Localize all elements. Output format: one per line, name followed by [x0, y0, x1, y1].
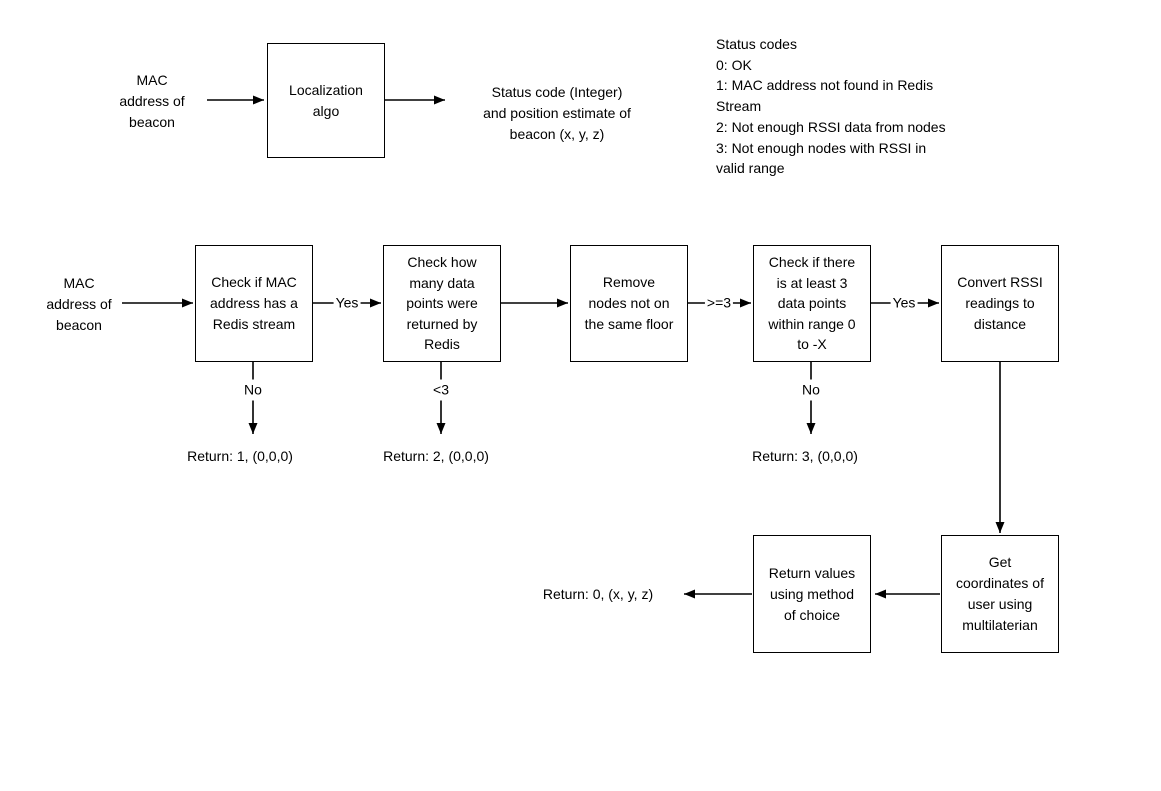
step-convert-rssi-box: Convert RSSI readings to distance [941, 245, 1059, 362]
step-remove-nodes-box: Remove nodes not on the same floor [570, 245, 688, 362]
return-2-label: Return: 2, (0,0,0) [383, 448, 489, 464]
edge-label-yes-1: Yes [333, 292, 361, 314]
edge-label-no-1: No [242, 379, 264, 401]
flow-input-label: MAC address of beacon [46, 275, 112, 333]
step-check-data-points-box: Check how many data points were returned… [383, 245, 501, 362]
step-check-mac-box: Check if MAC address has a Redis stream [195, 245, 313, 362]
overview-output-label: Status code (Integer) and position estim… [483, 84, 631, 142]
edge-label-lt3: <3 [431, 379, 451, 401]
step-return-values-box: Return values using method of choice [753, 535, 871, 653]
localization-algo-box: Localization algo [267, 43, 385, 158]
return-3-label: Return: 3, (0,0,0) [752, 448, 858, 464]
return-1-label: Return: 1, (0,0,0) [187, 448, 293, 464]
overview-input-label: MAC address of beacon [119, 72, 185, 130]
status-codes-legend: Status codes 0: OK 1: MAC address not fo… [716, 36, 946, 177]
step-get-coordinates-box: Get coordinates of user using multilater… [941, 535, 1059, 653]
edge-label-no-2: No [800, 379, 822, 401]
edge-label-ge3: >=3 [704, 292, 734, 314]
return-0-label: Return: 0, (x, y, z) [542, 586, 654, 602]
step-check-range-box: Check if there is at least 3 data points… [753, 245, 871, 362]
edge-label-yes-2: Yes [890, 292, 918, 314]
